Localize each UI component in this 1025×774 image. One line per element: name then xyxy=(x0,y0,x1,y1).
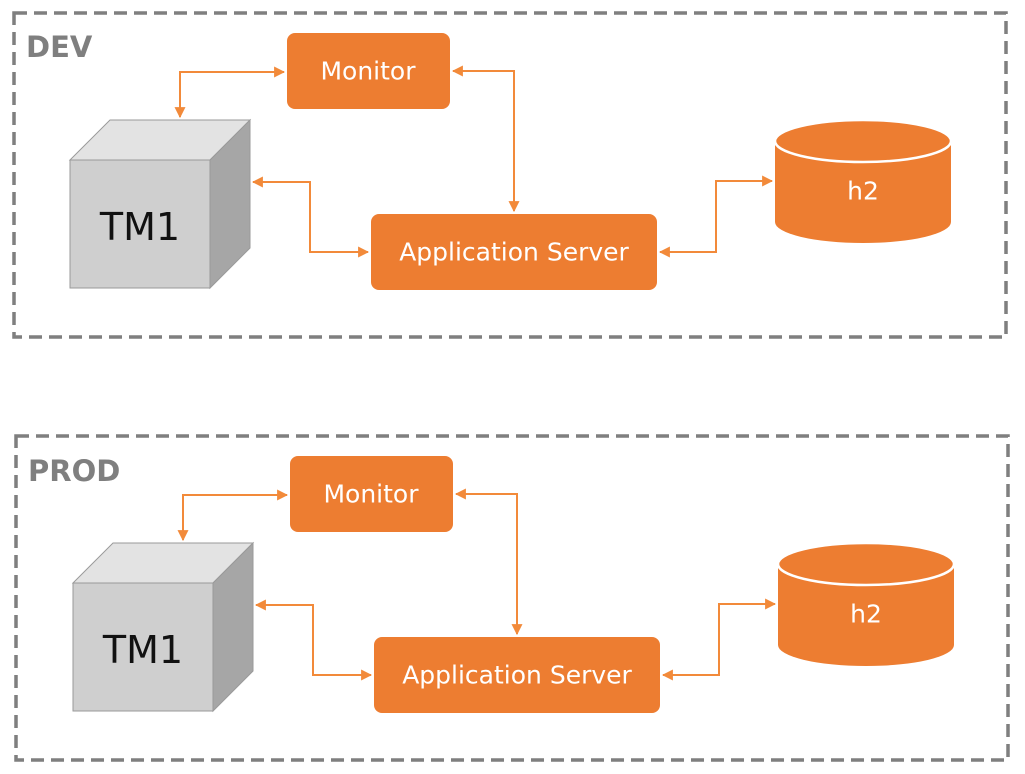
env-dev-label: DEV xyxy=(26,30,93,64)
connector-tm1-monitor xyxy=(177,489,289,542)
db-cylinder-top xyxy=(776,541,956,587)
cube-front-face xyxy=(72,582,214,712)
env-dev-app-server-label: Application Server xyxy=(399,238,629,267)
env-dev-database-label: h2 xyxy=(847,177,879,206)
connector-tm1-monitor xyxy=(174,66,286,119)
env-dev-tm1-server: TM1 xyxy=(68,118,252,290)
env-dev-monitor-node: Monitor xyxy=(287,33,450,109)
env-prod-tm1-label: TM1 xyxy=(102,628,183,672)
env-dev-monitor-box xyxy=(287,33,450,109)
env-dev-app-server-node: Application Server xyxy=(371,214,657,290)
env-dev-tm1-label: TM1 xyxy=(99,205,180,249)
env-prod-database-label: h2 xyxy=(850,600,882,629)
env-prod-frame xyxy=(14,434,1010,762)
connector-app-server-database xyxy=(658,175,774,258)
cube-front-face xyxy=(69,159,211,289)
connector-tm1-app-server xyxy=(251,176,370,258)
connector-monitor-app-server xyxy=(454,488,523,636)
connector-tm1-app-server xyxy=(254,599,373,681)
env-prod-database: h2 xyxy=(776,541,956,666)
env-prod-app-server-label: Application Server xyxy=(402,661,632,690)
env-prod-app-server-box xyxy=(374,637,660,713)
connector-monitor-app-server xyxy=(451,65,520,213)
connector-app-server-database xyxy=(661,598,777,681)
env-dev-app-server-box xyxy=(371,214,657,290)
env-prod-monitor-label: Monitor xyxy=(323,480,419,509)
env-prod-monitor-node: Monitor xyxy=(290,456,453,532)
env-prod-monitor-box xyxy=(290,456,453,532)
env-dev-monitor-label: Monitor xyxy=(320,57,416,86)
env-prod-app-server-node: Application Server xyxy=(374,637,660,713)
env-dev-frame xyxy=(12,11,1008,339)
env-dev-database: h2 xyxy=(773,118,953,243)
env-prod-label: PROD xyxy=(28,454,120,488)
env-dev: DEV TM1 Monitor Application Server h2 xyxy=(12,11,1008,339)
env-prod: PROD TM1 Monitor Application Server h2 xyxy=(14,434,1010,762)
db-cylinder-top xyxy=(773,118,953,164)
env-prod-tm1-server: TM1 xyxy=(71,541,255,713)
